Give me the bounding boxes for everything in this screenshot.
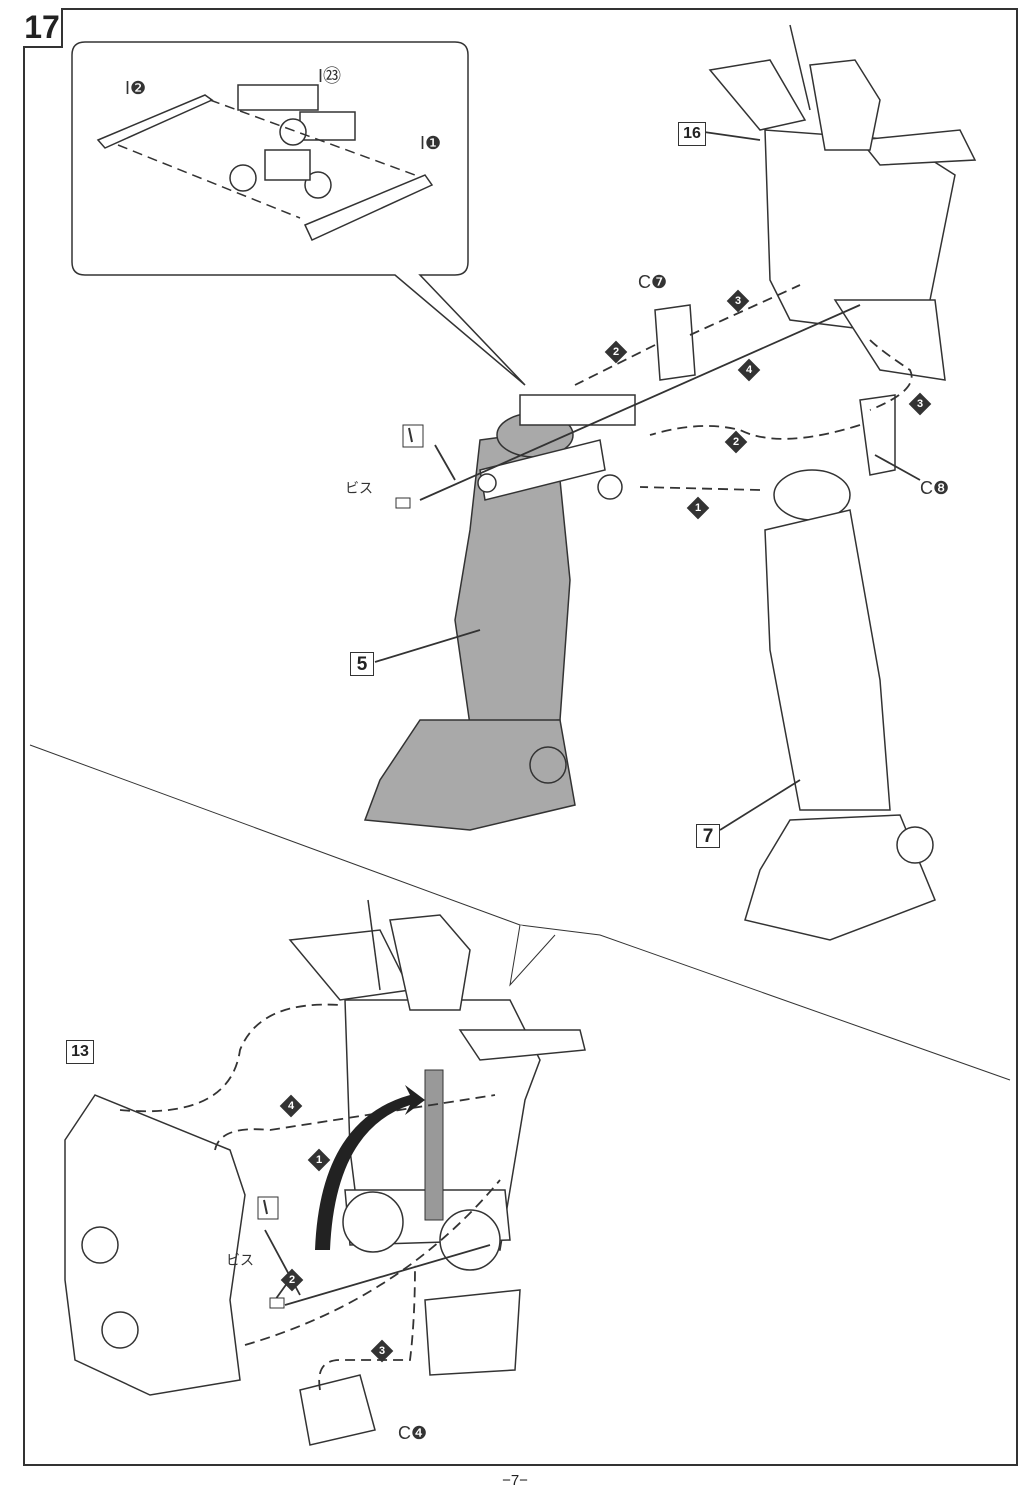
- curved-arrow: [315, 1085, 425, 1250]
- screw-label: ビス: [345, 480, 373, 496]
- part-label-i1: I❶: [420, 133, 442, 153]
- subassembly-13: 13: [66, 1040, 94, 1064]
- page-frame: [23, 8, 1018, 1466]
- part-label-c7: C❼: [638, 272, 668, 292]
- inset-callout: [71, 41, 526, 386]
- part-label-i23: I㉓: [318, 66, 342, 86]
- part-label-c8: C❽: [920, 478, 950, 498]
- subassembly-5: 5: [350, 652, 374, 676]
- part-i1-shape: [303, 174, 434, 241]
- subassembly-7: 7: [696, 824, 720, 848]
- part-i2-shape: [96, 94, 214, 149]
- step-number: 17: [23, 8, 63, 48]
- screwdriver-icon: [257, 424, 424, 1220]
- part-label-i2: I❷: [125, 78, 147, 98]
- subassembly-16: 16: [678, 122, 706, 146]
- page-number: −7−: [502, 1472, 528, 1489]
- part-label-c4: C❹: [398, 1423, 428, 1443]
- screw-label: ビス: [226, 1252, 254, 1268]
